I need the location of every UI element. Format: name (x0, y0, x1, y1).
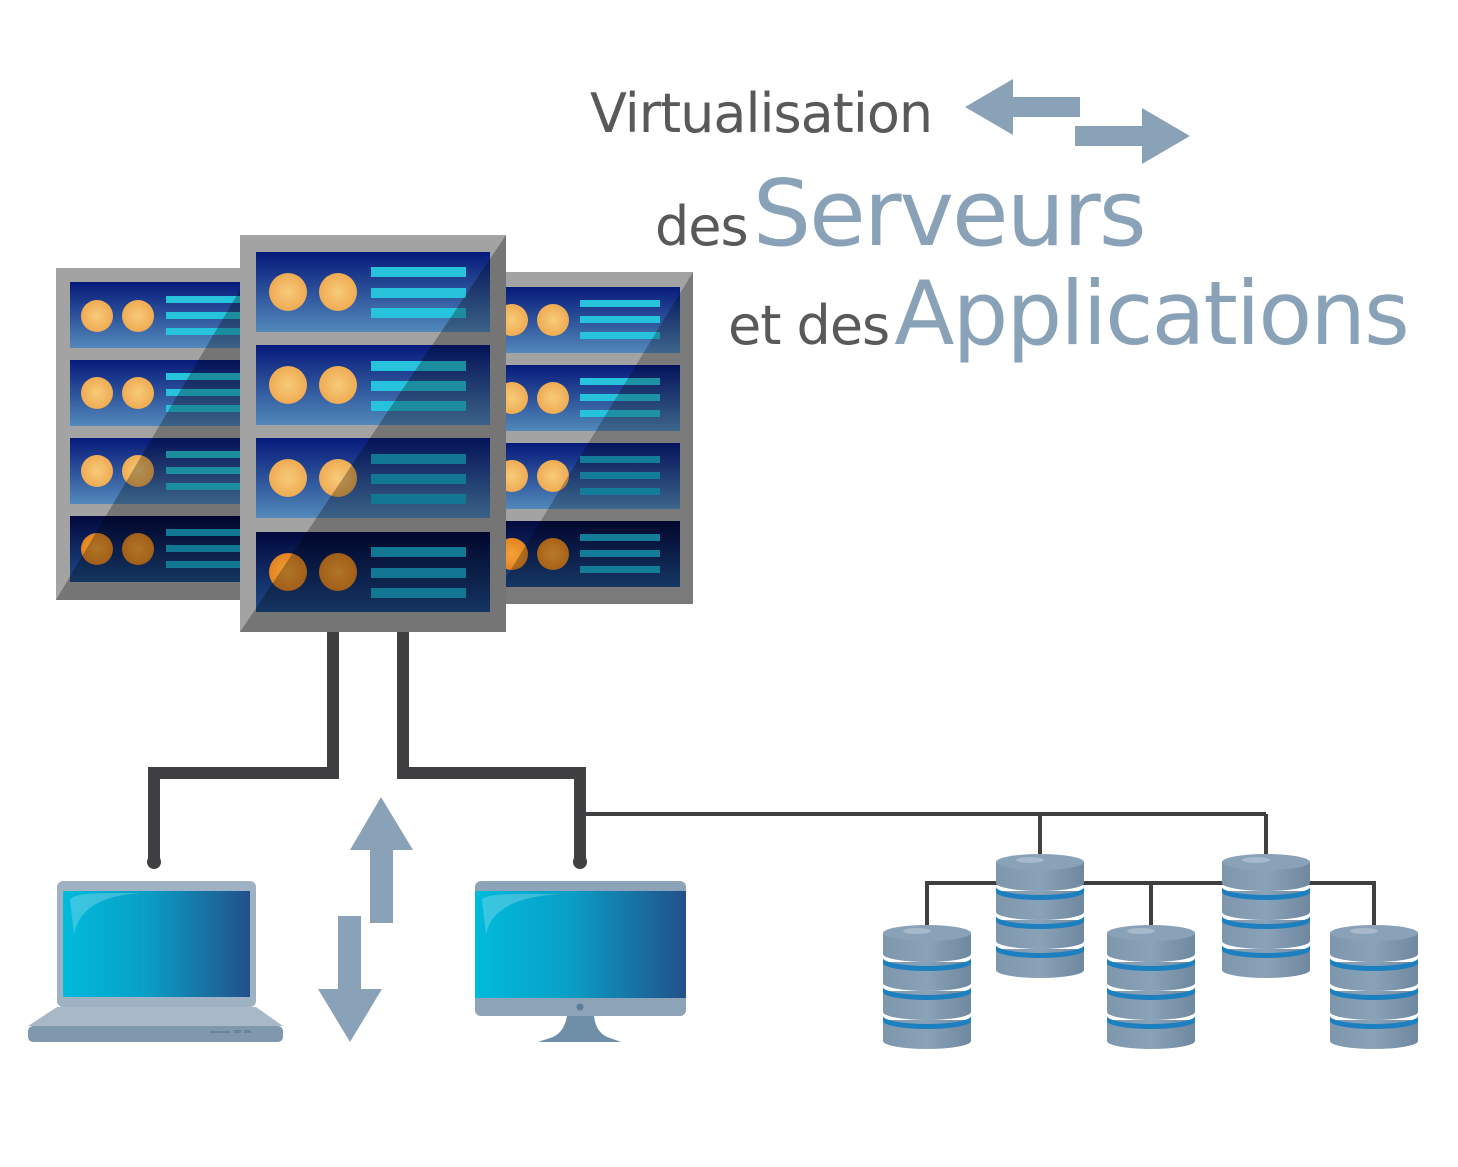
database-icon (883, 925, 971, 1049)
rack-right-unit (490, 443, 680, 509)
rack-left-unit (70, 360, 250, 426)
rack-left-unit (70, 516, 250, 582)
rack-center-unit (256, 438, 490, 518)
arrow-down-icon (318, 916, 382, 1042)
server-rack-right (490, 272, 693, 604)
network-cables (148, 632, 586, 860)
database-icon (1330, 925, 1418, 1049)
arrow-right-icon (1075, 108, 1190, 164)
title-line-applications: et des Applications (728, 262, 1410, 365)
rack-right-unit (490, 287, 680, 353)
server-rack-left (56, 268, 256, 600)
title-applications: Applications (894, 262, 1410, 365)
rack-left-unit (70, 282, 250, 348)
database-icon (1222, 854, 1310, 978)
title-virtualisation: Virtualisation (590, 82, 933, 145)
title-serveurs: Serveurs (752, 160, 1147, 267)
database-network-lines (586, 812, 1376, 925)
arrow-up-icon (350, 797, 413, 923)
rack-center-unit (256, 345, 490, 425)
server-rack-center (240, 235, 506, 632)
rack-right-unit (490, 365, 680, 431)
database-icon (996, 854, 1084, 978)
rack-center-unit (256, 252, 490, 332)
cable-to-laptop (148, 632, 339, 860)
cable-to-monitor (397, 632, 586, 860)
title-line-servers: des Serveurs (655, 160, 1147, 267)
laptop-icon (28, 881, 283, 1042)
database-icon (1107, 925, 1195, 1049)
desktop-monitor-icon (475, 881, 686, 1042)
rack-center-unit (256, 532, 490, 612)
arrow-left-icon (965, 79, 1080, 135)
databases (883, 854, 1418, 1049)
rack-right-unit (490, 521, 680, 587)
rack-left-unit (70, 438, 250, 504)
title-et-des: et des (728, 294, 890, 357)
title-des: des (655, 195, 749, 258)
cable-end-monitor (573, 855, 587, 869)
cable-end-laptop (147, 855, 161, 869)
